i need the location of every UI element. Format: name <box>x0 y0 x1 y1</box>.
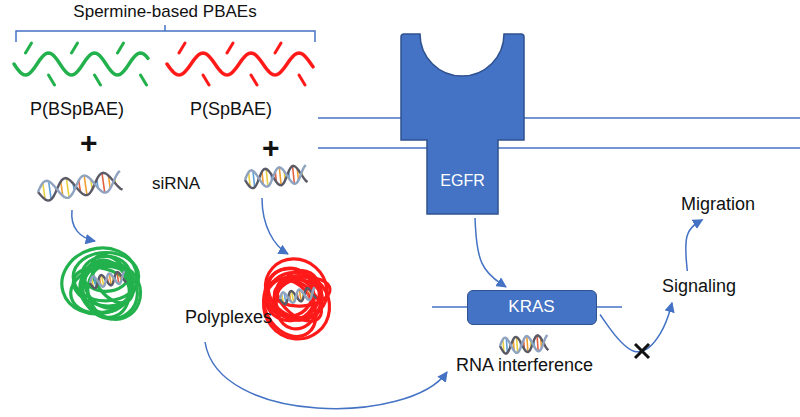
connector-arrow <box>686 220 703 271</box>
flow-arrows <box>72 198 447 409</box>
polymer-branch <box>227 43 233 53</box>
polyplex <box>54 239 149 330</box>
node-text: KRAS <box>508 297 554 317</box>
polymer-branch <box>26 43 32 53</box>
polyplex-tangles <box>54 239 343 353</box>
polymer-chain <box>14 53 148 75</box>
polymer-branch <box>179 43 185 53</box>
polymer-chain <box>167 53 313 75</box>
polymer-label: P(SpBAE) <box>190 99 272 120</box>
sirna-helix <box>37 170 123 201</box>
node-text: EGFR <box>440 172 484 190</box>
sirna-helix <box>279 287 317 305</box>
process-text: Signaling <box>660 274 738 299</box>
molecule-label: siRNA <box>152 174 200 194</box>
polymer-branch <box>118 43 124 53</box>
plus-sign: + <box>80 126 98 161</box>
outcome-text: Migration <box>679 192 757 217</box>
group-label: Spermine-based PBAEs <box>73 2 256 22</box>
group-bracket <box>16 25 315 42</box>
process-label: RNA interference <box>456 355 593 376</box>
node-text: Migration <box>681 194 755 215</box>
polymer-branch <box>299 75 305 85</box>
sirna-helix <box>499 335 548 354</box>
polymer-branch <box>95 75 101 85</box>
polymer-branch <box>141 75 147 85</box>
cell-membrane <box>318 118 800 148</box>
polymer-branch <box>275 43 281 53</box>
polymer-branch <box>251 75 257 85</box>
inhibition-mark <box>635 344 649 358</box>
receptor-shape: EGFR <box>400 33 525 215</box>
polymer-label: P(BSpBAE) <box>30 99 124 120</box>
sirna-helix <box>244 165 308 189</box>
connector-arrow <box>475 218 506 287</box>
polyplex <box>250 246 343 352</box>
polymer-strands <box>14 43 313 85</box>
polymer-branch <box>72 43 78 53</box>
sirna-helix <box>89 271 127 289</box>
protein-box: KRAS <box>467 290 597 325</box>
polymer-branch <box>203 75 209 85</box>
polyplex-label: Polyplexes <box>185 307 272 328</box>
plus-sign: + <box>262 131 280 166</box>
node-text: Signaling <box>662 276 736 297</box>
polymer-branch <box>49 75 55 85</box>
